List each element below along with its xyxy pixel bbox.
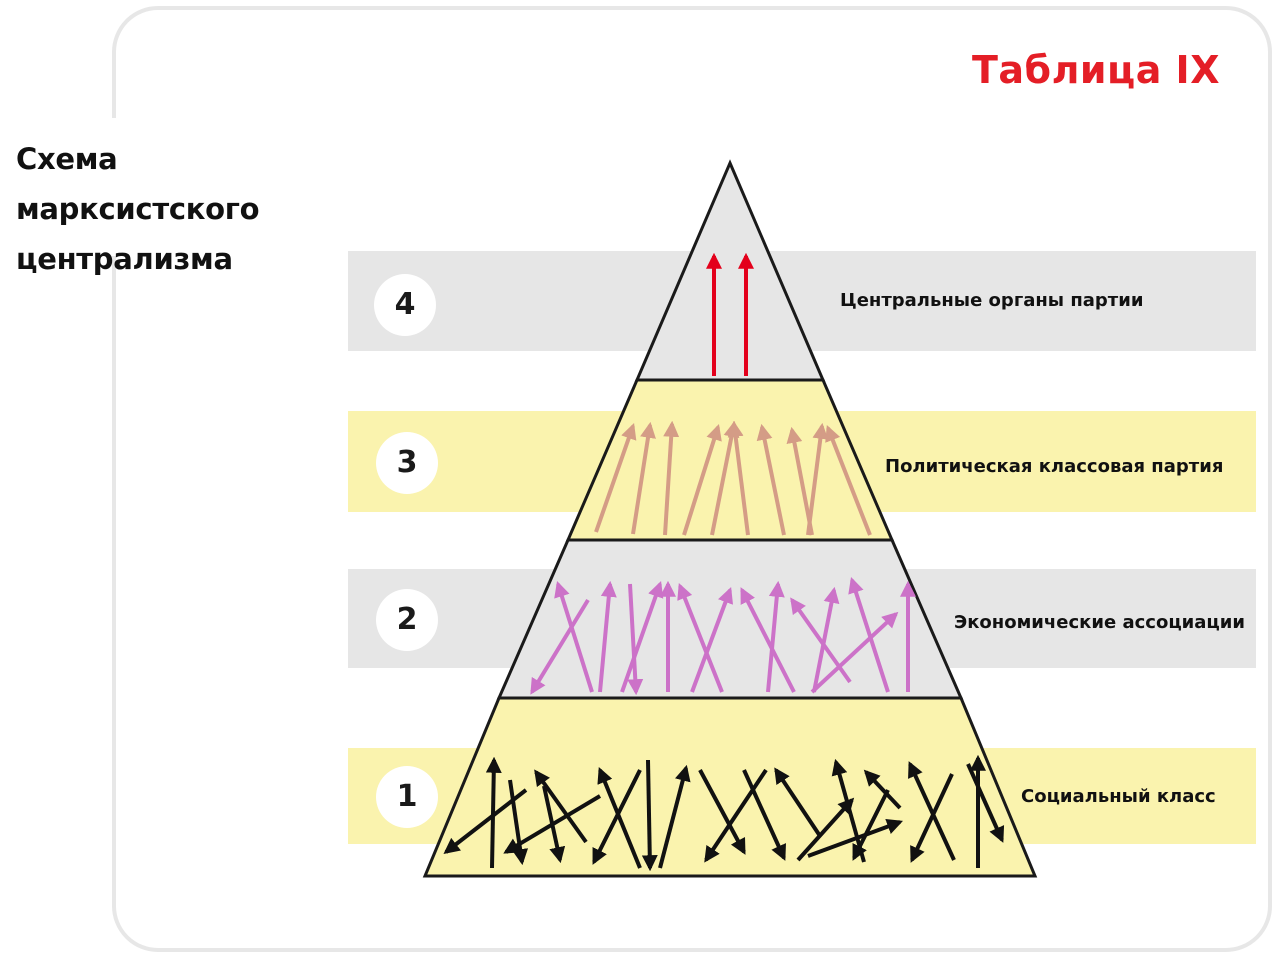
level-label-1: Социальный класс [1021,786,1216,807]
heading-line-2: централизма [16,242,233,276]
level-label-3: Политическая классовая партия [885,456,1224,477]
pyramid-tier-3 [565,378,895,542]
arrows-level-1 [443,754,1005,872]
frame-gap [104,118,124,256]
arrows-level-4 [706,252,754,376]
arrows-level-3 [594,420,872,536]
level-number-2: 2 [376,589,438,651]
card-frame [112,6,1272,952]
level-label-2: Экономические ассоциации [954,612,1245,633]
level-number-1: 1 [376,766,438,828]
heading-line-1: Схема марксистского [16,142,260,226]
level-number-3: 3 [376,432,438,494]
arrows-level-2 [530,576,916,696]
pyramid-tier-4 [634,159,826,382]
table-title: Таблица IX [971,48,1220,92]
diagram-heading: Схема марксистского централизма [16,134,356,284]
level-label-4: Центральные органы партии [840,290,1144,311]
pyramid-tier-1 [422,696,1038,878]
level-number-4: 4 [374,274,436,336]
